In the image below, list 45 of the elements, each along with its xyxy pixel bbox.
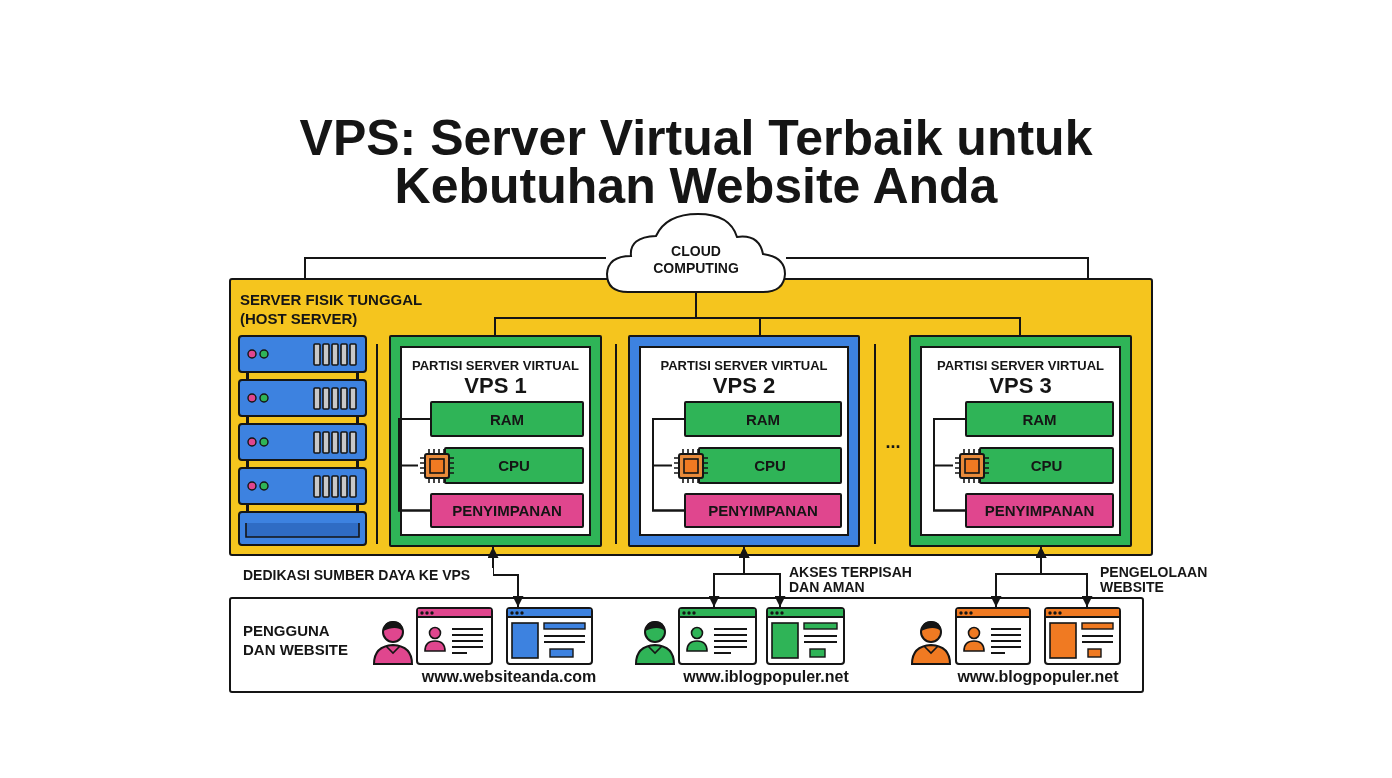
browser-window (766, 607, 845, 665)
cloud-label: CLOUD COMPUTING (652, 243, 740, 277)
vps-title: VPS 1 (463, 373, 528, 399)
browser-window (416, 607, 493, 665)
resource-bar: CPU (979, 447, 1114, 484)
partition-box (909, 335, 1132, 547)
ellipsis: ... (884, 432, 902, 453)
panel-heading: PENGGUNA DAN WEBSITE (243, 621, 349, 659)
resource-bar: RAM (430, 401, 584, 437)
browser-window (506, 607, 593, 665)
url-text: www.blogpopuler.net (956, 668, 1120, 686)
partition-box (628, 335, 860, 547)
browser-window (955, 607, 1031, 665)
host-heading: SERVER FISIK TUNGGAL (HOST SERVER) (240, 290, 423, 328)
connector-line (1035, 546, 1093, 608)
partition-heading: PARTISI SERVER VIRTUAL (935, 357, 1106, 374)
vps-title: VPS 3 (988, 373, 1053, 399)
url-text: www.iblogpopuler.net (682, 668, 850, 686)
connector-line (487, 546, 524, 608)
vps-title: VPS 2 (711, 373, 777, 399)
url-text: www.websiteanda.com (420, 668, 598, 686)
edge-label: DEDIKASI SUMBER DAYA KE VPS (243, 568, 493, 583)
browser-window (1044, 607, 1121, 665)
bracket-line (398, 464, 431, 512)
users-panel (229, 597, 1144, 693)
resource-bar: PENYIMPANAN (965, 493, 1114, 528)
bracket-line (933, 464, 966, 512)
connector-line (695, 292, 1021, 336)
resource-bar: PENYIMPANAN (684, 493, 842, 528)
partition-box (389, 335, 602, 547)
partition-heading: PARTISI SERVER VIRTUAL (410, 357, 581, 374)
browser-window (678, 607, 757, 665)
connector-line (738, 546, 786, 608)
resource-bar: PENYIMPANAN (430, 493, 584, 528)
partition-heading: PARTISI SERVER VIRTUAL (659, 357, 829, 374)
connector-line (304, 257, 607, 279)
host-server-panel (229, 278, 1153, 556)
cloud-shape (606, 213, 786, 293)
resource-bar: CPU (444, 447, 584, 484)
title: VPS: Server Virtual Terbaik untuk Kebutuhan Website Anda (298, 114, 1094, 210)
resource-bar: RAM (965, 401, 1114, 437)
connector-line (785, 257, 1089, 279)
resource-bar: RAM (684, 401, 842, 437)
resource-bar: CPU (698, 447, 842, 484)
bracket-line (652, 464, 685, 512)
